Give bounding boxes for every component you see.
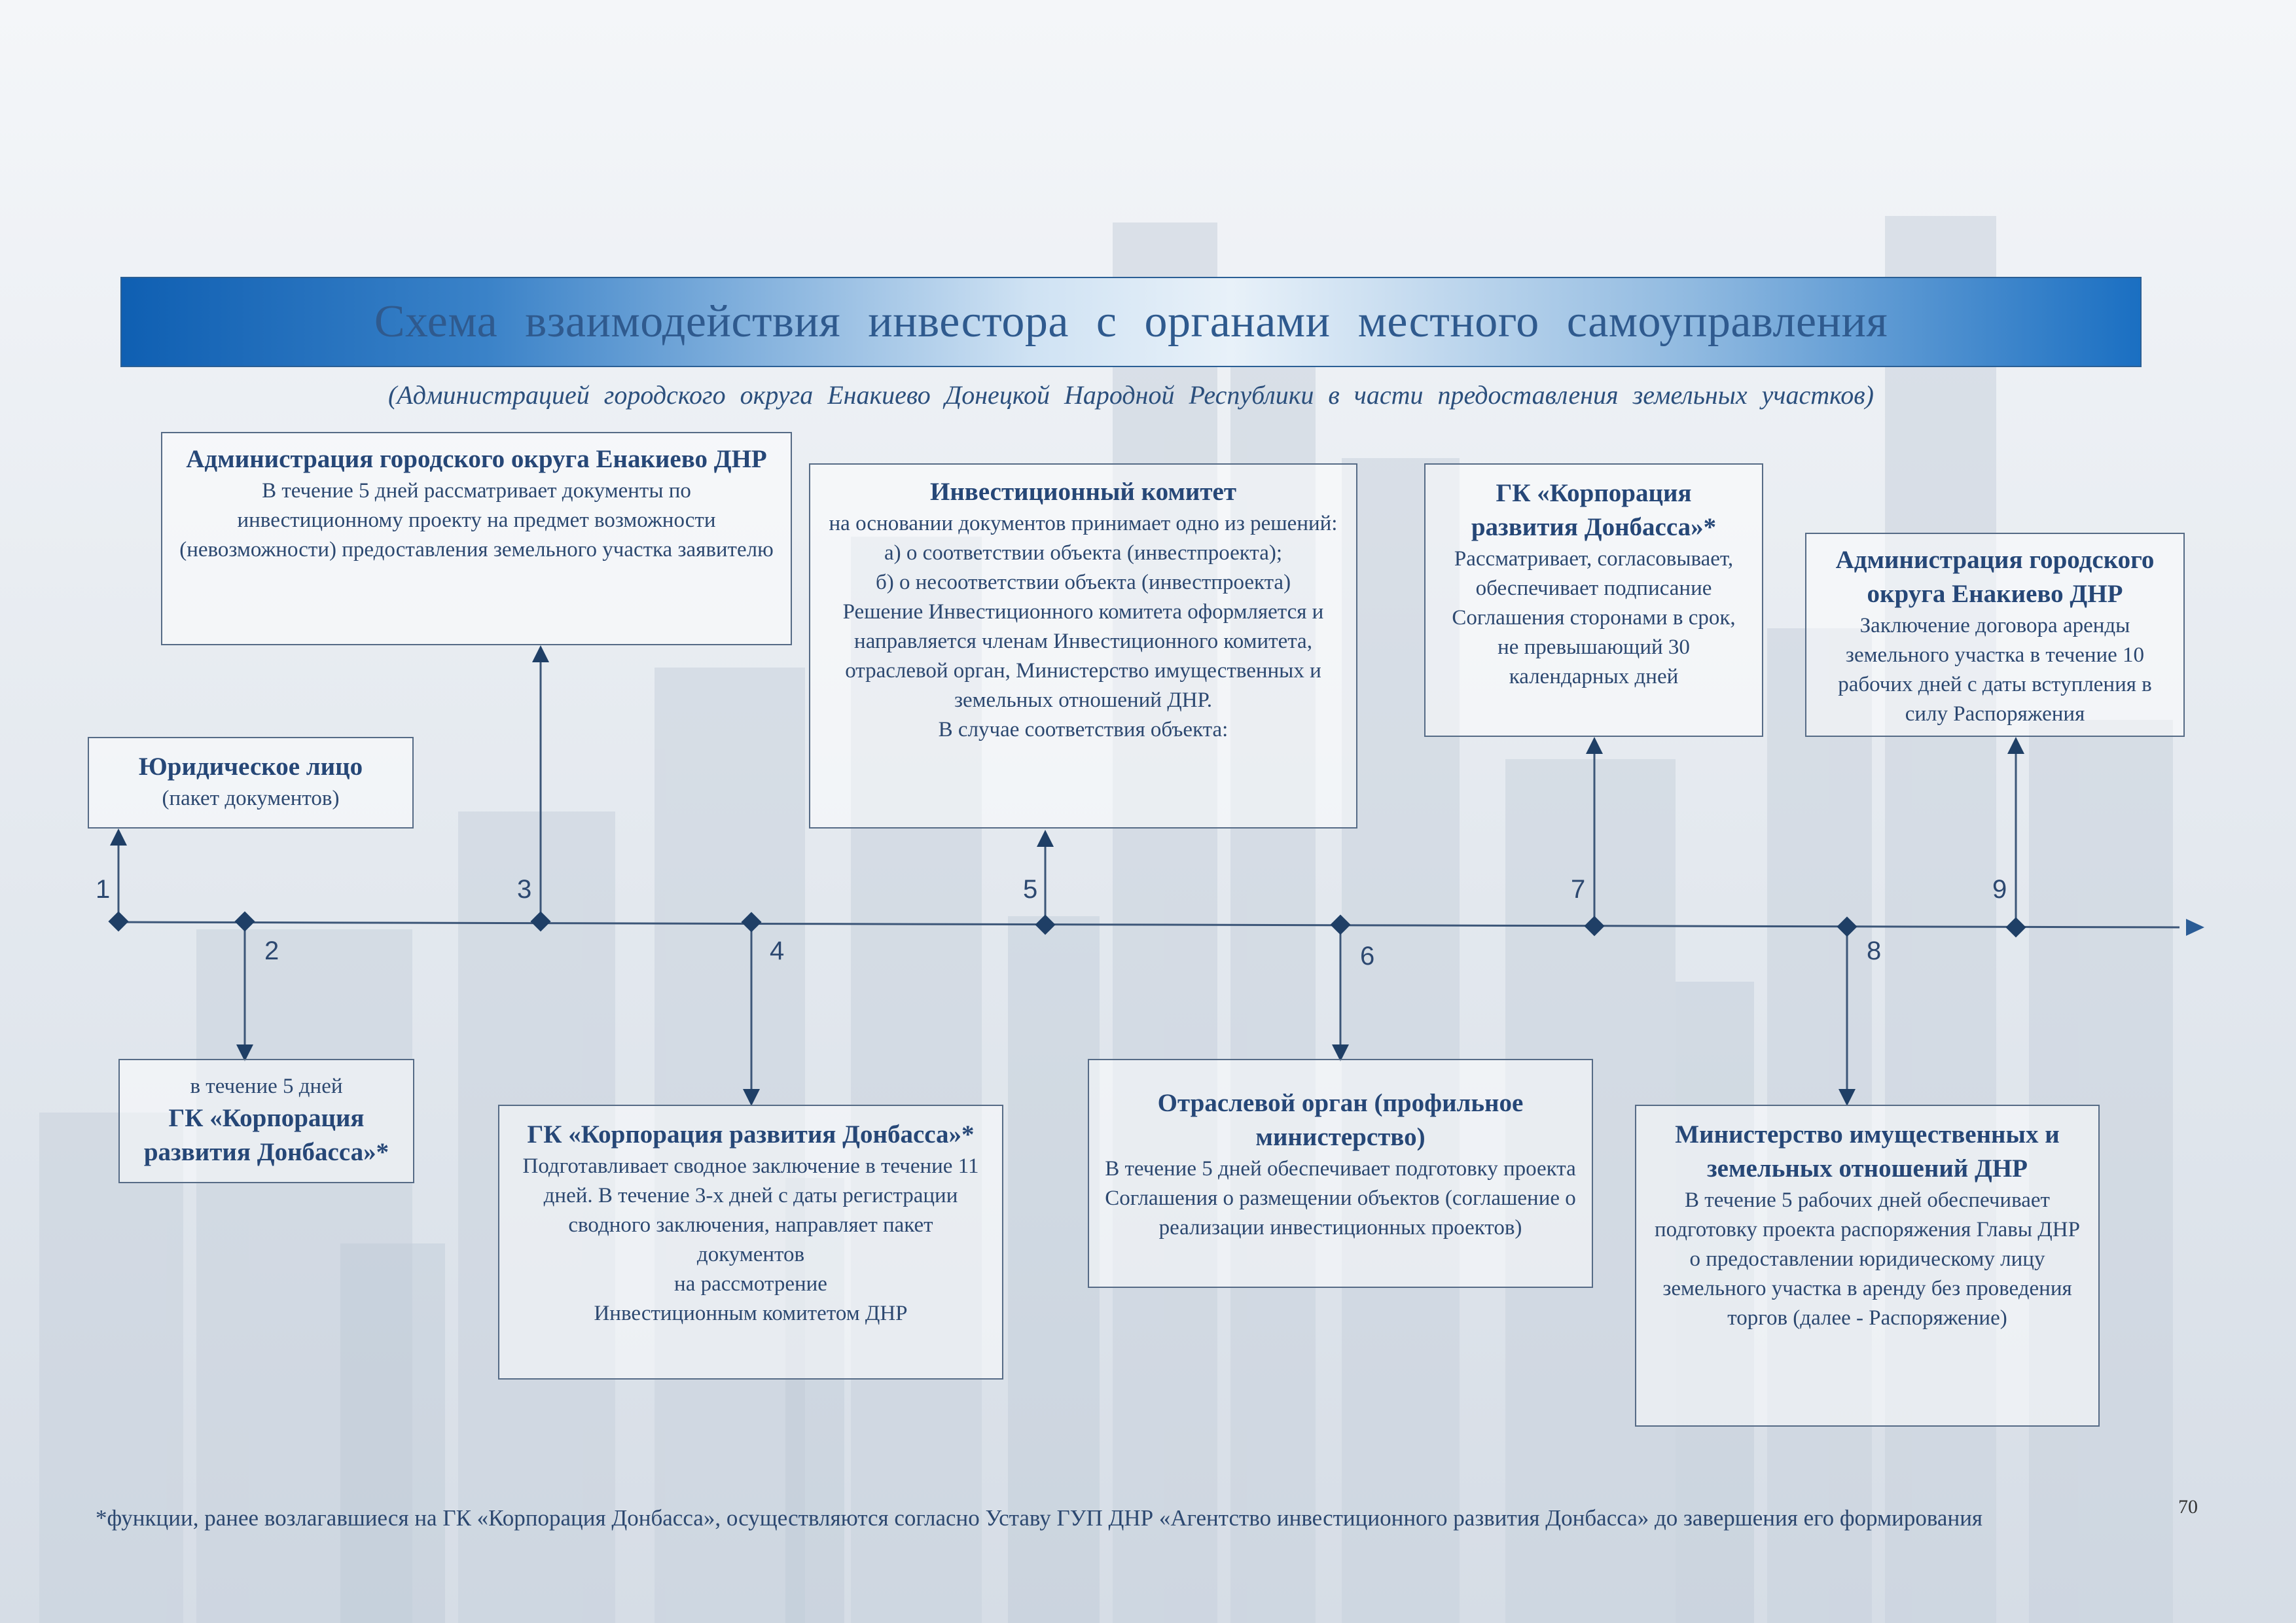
- box-legal-entity-head: Юридическое лицо: [138, 753, 363, 781]
- box-branch-authority-head: Отраслевой орган (профильное министерств…: [1157, 1089, 1524, 1151]
- box-gk-summary: ГК «Корпорация развития Донбасса»* Подго…: [498, 1105, 1003, 1380]
- box-investment-committee: Инвестиционный комитет на основании доку…: [809, 463, 1357, 829]
- arrow-up-7: [1586, 737, 1603, 754]
- page-number: 70: [2178, 1496, 2198, 1518]
- step-number-8: 8: [1867, 936, 1881, 965]
- arrow-up-1: [110, 829, 127, 846]
- box-ministry-head: Министерство имущественных и земельных о…: [1675, 1120, 2060, 1183]
- footnote: *функции, ранее возлагавшиеся на ГК «Кор…: [96, 1505, 1983, 1531]
- timeline-arrowhead: [2186, 919, 2204, 936]
- title-banner: Схема взаимодействия инвестора с органам…: [120, 277, 2142, 367]
- milestone-6: [1330, 914, 1351, 935]
- box-gk-summary-body: Подготавливает сводное заключение в тече…: [522, 1154, 979, 1325]
- box-legal-entity: Юридическое лицо (пакет документов): [88, 737, 414, 829]
- box-investment-committee-body: на основании документов принимает одно и…: [829, 512, 1338, 741]
- arrow-down-2: [236, 1044, 253, 1061]
- arrow-up-5: [1037, 830, 1054, 847]
- box-admin-lease-head: Администрация городского округа Енакиево…: [1835, 546, 2155, 608]
- step-number-5: 5: [1023, 875, 1037, 904]
- box-gk-summary-head: ГК «Корпорация развития Донбасса»*: [527, 1120, 975, 1149]
- milestone-5: [1035, 914, 1056, 935]
- box-ministry-body: В течение 5 рабочих дней обеспечивает по…: [1655, 1188, 2080, 1330]
- box-admin-lease: Администрация городского округа Енакиево…: [1805, 533, 2185, 737]
- arrow-down-8: [1839, 1089, 1856, 1106]
- step-number-1: 1: [96, 875, 110, 904]
- milestone-4: [741, 912, 762, 933]
- box-admin-review-body: В течение 5 дней рассматривает документы…: [179, 479, 774, 562]
- arrow-down-6: [1332, 1044, 1349, 1061]
- box-gk-5days-pre: в течение 5 дней: [190, 1075, 343, 1098]
- box-admin-review-head: Администрация городского округа Енакиево…: [186, 445, 767, 473]
- box-gk-signing-body: Рассматривает, согласовывает, обеспечива…: [1452, 547, 1736, 688]
- box-branch-authority-body: В течение 5 дней обеспечивает подготовку…: [1105, 1157, 1576, 1240]
- milestone-8: [1837, 916, 1857, 937]
- box-admin-review: Администрация городского округа Енакиево…: [161, 432, 792, 645]
- step-number-7: 7: [1571, 875, 1585, 904]
- box-gk-signing-head: ГК «Корпорация развития Донбасса»*: [1471, 479, 1717, 541]
- step-number-4: 4: [770, 936, 784, 965]
- arrow-up-3: [532, 645, 549, 662]
- milestone-3: [530, 911, 551, 932]
- box-gk-5days: в течение 5 дней ГК «Корпорация развития…: [118, 1059, 414, 1183]
- timeline-axis: [117, 921, 2180, 929]
- milestone-1: [108, 911, 129, 932]
- milestone-7: [1584, 916, 1605, 936]
- step-number-2: 2: [264, 936, 279, 965]
- box-gk-signing: ГК «Корпорация развития Донбасса»* Рассм…: [1424, 463, 1763, 737]
- box-branch-authority: Отраслевой орган (профильное министерств…: [1088, 1059, 1593, 1288]
- diagram-title: Схема взаимодействия инвестора с органам…: [374, 296, 1888, 347]
- box-legal-entity-body: (пакет документов): [162, 787, 340, 810]
- box-investment-committee-head: Инвестиционный комитет: [929, 478, 1237, 506]
- step-number-6: 6: [1360, 942, 1374, 971]
- box-admin-lease-body: Заключение договора аренды земельного уч…: [1838, 614, 2152, 726]
- step-number-3: 3: [517, 875, 531, 904]
- box-gk-5days-head: ГК «Корпорация развития Донбасса»*: [143, 1104, 389, 1166]
- arrow-down-4: [743, 1089, 760, 1106]
- step-number-9: 9: [1992, 875, 2007, 904]
- milestone-2: [234, 911, 255, 932]
- diagram-subtitle: (Администрацией городского округа Енакие…: [388, 380, 1874, 410]
- milestone-9: [2005, 917, 2026, 938]
- box-ministry: Министерство имущественных и земельных о…: [1635, 1105, 2100, 1427]
- arrow-up-9: [2007, 737, 2024, 754]
